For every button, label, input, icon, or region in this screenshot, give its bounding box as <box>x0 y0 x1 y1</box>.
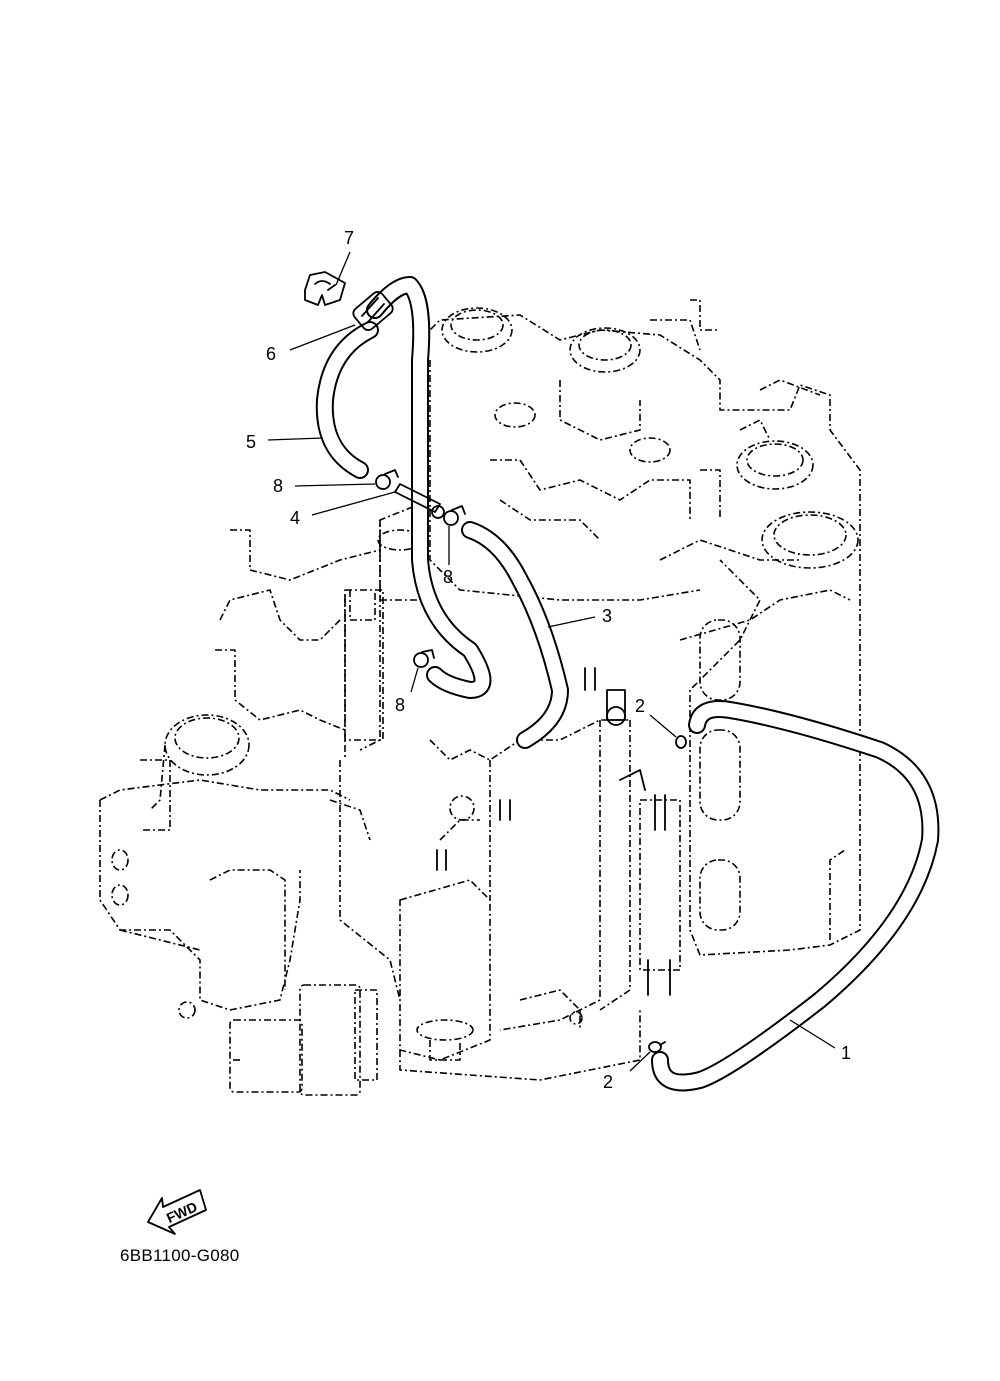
callout-4-label: 4 <box>290 508 300 528</box>
callout-6: 6 <box>266 344 276 364</box>
hose-5 <box>315 321 379 479</box>
sleeve-6 <box>352 291 394 331</box>
callout-3: 3 <box>602 606 612 626</box>
hose-1 <box>651 700 940 1092</box>
hose-3 <box>461 521 569 749</box>
engine-block-outline <box>99 299 861 1096</box>
clip-7 <box>304 271 346 306</box>
callout-1: 1 <box>841 1043 851 1063</box>
callout-2b: 2 <box>603 1072 613 1092</box>
callout-8b: 8 <box>443 567 453 587</box>
leader-lines <box>267 251 836 1072</box>
callout-2a: 2 <box>635 696 645 716</box>
callout-7: 7 <box>344 228 354 248</box>
grommets-2 <box>648 735 687 1053</box>
callout-8c: 8 <box>395 695 405 715</box>
part-code: 6BB1100-G080 <box>120 1246 240 1265</box>
callout-labels: 7 6 5 8 5 4 8 3 8 2 1 2 <box>246 228 851 1092</box>
joint-4 <box>394 483 445 519</box>
callout-5: 5 <box>246 432 256 452</box>
callout-8a: 8 <box>273 476 283 496</box>
hose-clamps-8 <box>375 469 466 668</box>
hose-long <box>366 276 492 699</box>
fwd-arrow-icon: FWD <box>147 1189 207 1235</box>
